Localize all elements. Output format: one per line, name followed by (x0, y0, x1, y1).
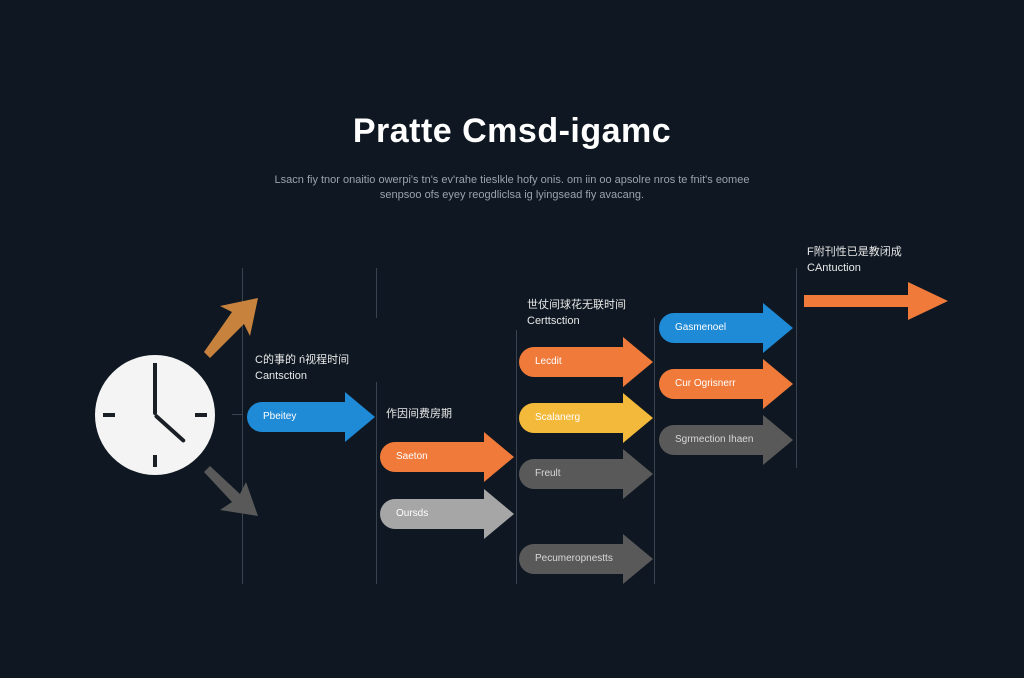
timeline-line-4 (516, 330, 517, 584)
arrow-stage-3-label: Lecdit (535, 356, 562, 367)
final-arrow-icon (804, 282, 948, 320)
clock-mark-9 (103, 413, 115, 417)
arrow-stage-2-label: Saeton (396, 451, 428, 462)
stage-label-4: F附刊性已是教闭成 CAntuction (807, 244, 902, 276)
arrow-stage-3-orange: Lecdit (519, 337, 653, 387)
subtitle: Lsacn fiy tnor onaitio owerpi's tn's ev'… (240, 173, 784, 203)
arrow-stage-2b-label: Oursds (396, 508, 429, 519)
arrow-stage-4-dark: Sgrmection Ihaen (659, 415, 793, 465)
arrow-stage-1-blue: Pbeitey (247, 392, 375, 442)
clock-minute-hand (153, 413, 187, 444)
clock-mark-3 (195, 413, 207, 417)
arrow-stage-4c-label: Sgrmection Ihaen (675, 434, 754, 445)
timeline-line-5 (654, 318, 655, 584)
up-right-arrow-icon (204, 298, 258, 358)
arrow-stage-4b-label: Cur Ogrisnerr (675, 378, 736, 389)
arrow-stage-4-orange: Cur Ogrisnerr (659, 359, 793, 409)
stage-label-1: C的事的 ń视程时间 Cantsction (255, 352, 349, 384)
stage-label-4-title: F附刊性已是教闭成 (807, 246, 902, 258)
arrow-stage-2-orange: Saeton (380, 432, 514, 482)
down-right-arrow-icon (204, 466, 258, 516)
subtitle-line-2: senpsoo ofs eyey reogdliclsa ig lyingsea… (379, 189, 645, 201)
stage-label-1-title: C的事的 ń视程时间 (255, 354, 350, 366)
stage-label-4-sub: CAntuction (807, 262, 861, 274)
stage-label-2-title: 作因间费房期 (386, 408, 452, 420)
clock-hour-hand (153, 369, 157, 415)
timeline-line-1 (242, 268, 243, 584)
arrow-stage-3b-label: Scalanerg (535, 412, 581, 423)
arrow-stage-3-dark-2: Pecumeropnestts (519, 534, 653, 584)
arrow-stage-3-dark: Freult (519, 449, 653, 499)
timeline-line-6 (796, 268, 797, 468)
clock-icon (95, 355, 215, 475)
subtitle-line-1: Lsacn fiy tnor onaitio owerpi's tn's ev'… (274, 174, 750, 186)
arrow-stage-4-label: Gasmenoel (675, 322, 727, 333)
timeline-tick (232, 414, 242, 415)
stage-label-3-sub: Certtsction (527, 315, 580, 327)
arrow-stage-3d-label: Pecumeropnestts (535, 553, 613, 564)
clock-mark-6 (153, 455, 157, 467)
arrow-stage-1-label: Pbeitey (263, 411, 297, 422)
timeline-line-3 (376, 382, 377, 584)
stage-label-3: 世仗间球花无联时间 Certtsction (527, 297, 626, 329)
timeline-line-2 (376, 268, 377, 318)
arrow-stage-3c-label: Freult (535, 468, 561, 479)
stage-label-3-title: 世仗间球花无联时间 (527, 299, 626, 311)
arrow-stage-2-gray: Oursds (380, 489, 514, 539)
stage-label-1-sub: Cantsction (255, 370, 307, 382)
page-title: Pratte Cmsd-igamc (352, 112, 672, 150)
arrow-stage-3-yellow: Scalanerg (519, 393, 653, 443)
arrow-stage-4-blue: Gasmenoel (659, 303, 793, 353)
stage-label-2: 作因间费房期 (386, 406, 452, 422)
